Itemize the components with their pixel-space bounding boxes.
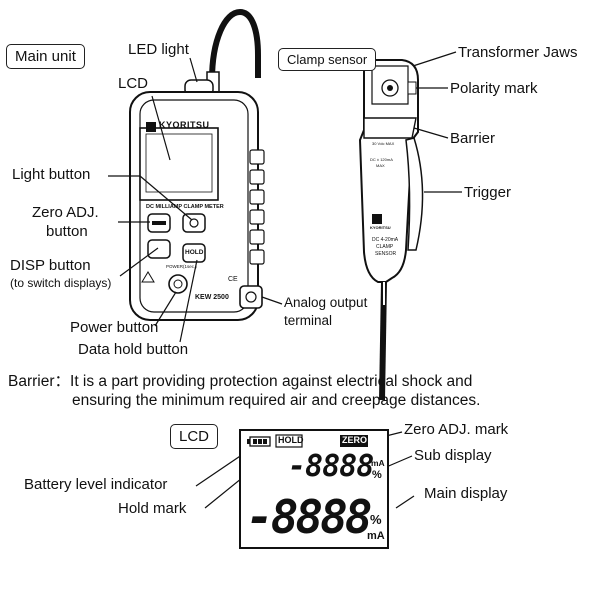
- sensor-name-2: CLAMP: [376, 244, 394, 250]
- zero-adj-button-label-line1: Zero ADJ.: [32, 204, 99, 221]
- main-unit-lcd-glass: [145, 133, 213, 193]
- sensor-name-1: DC 4-20mA: [372, 237, 399, 243]
- device-model: KEW 2500: [195, 294, 229, 301]
- sensor-spec-3: MAX: [376, 163, 385, 168]
- kyoritsu-logo-icon: [146, 122, 156, 132]
- main-display-label: Main display: [424, 485, 508, 502]
- lcd-label: LCD: [118, 75, 149, 92]
- hold-mark-label: Hold mark: [118, 500, 187, 517]
- lcd-zero-mark: ZERO: [342, 435, 368, 445]
- analog-output-label-line2: terminal: [284, 313, 333, 328]
- device-brand: KYORITSU: [159, 120, 210, 130]
- sensor-trigger: [405, 137, 424, 251]
- barrier-note-line1: Barrier：It is a part providing protectio…: [8, 373, 473, 390]
- disp-key: [147, 239, 171, 259]
- power-button-label: Power button: [70, 319, 159, 336]
- disp-button-sublabel: (to switch displays): [10, 276, 112, 290]
- polarity-mark-label: Polarity mark: [450, 80, 538, 97]
- hold-key: [182, 243, 206, 263]
- lcd-main-unit-ma: mA: [367, 530, 385, 542]
- device-panel-title: DC MILLIAMP CLAMP METER: [146, 204, 224, 210]
- hold-mark-box: [275, 434, 303, 448]
- sensor-spec-1: 30 Vdc MAX: [372, 141, 395, 146]
- main-unit-lcd-window: [139, 127, 219, 201]
- zero-adj-button-label-line2: button: [46, 223, 88, 240]
- main-unit-cable: [209, 8, 261, 81]
- device-power-text: POWER(1sec.): [166, 264, 197, 269]
- sub-display-label: Sub display: [414, 447, 492, 464]
- hold-key-label: HOLD: [185, 249, 204, 256]
- light-key: [182, 213, 206, 233]
- lcd-section-heading: LCD: [170, 424, 219, 449]
- zero-adj-mark-label: Zero ADJ. mark: [404, 421, 509, 438]
- power-key-icon: [173, 279, 183, 289]
- led-light-label: LED light: [128, 41, 189, 58]
- jaw-center: [387, 85, 393, 91]
- main-unit-inner-bezel: [139, 99, 249, 313]
- clamp-sensor-heading: Clamp sensor: [278, 48, 377, 71]
- lcd-main-unit-pct: %: [370, 512, 382, 527]
- lcd-sub-unit-pct: %: [372, 469, 382, 481]
- zero-adj-key-symbol: [152, 221, 166, 225]
- sensor-brand: KYORITSU: [370, 225, 391, 230]
- lcd-sub-unit-ma: mA: [371, 458, 385, 468]
- transformer-jaws-label: Transformer Jaws: [458, 44, 578, 61]
- lcd-main-display: -8888: [246, 490, 372, 544]
- ce-mark: CE: [228, 276, 238, 283]
- analog-output-socket: [245, 291, 257, 303]
- sensor-spec-2: DC ± 120mA: [370, 157, 393, 162]
- sensor-name-3: SENSOR: [375, 251, 397, 257]
- sensor-barrier: [363, 117, 417, 139]
- barrier-note-line2: ensuring the minimum required air and cr…: [72, 392, 481, 409]
- data-hold-button-label: Data hold button: [78, 341, 189, 358]
- main-unit-heading: Main unit: [6, 44, 85, 69]
- power-key: [168, 274, 188, 294]
- disp-button-label: DISP button: [10, 257, 91, 274]
- analog-output-terminal: [239, 285, 263, 309]
- lcd-panel-frame: [239, 429, 389, 549]
- trigger-label: Trigger: [464, 184, 511, 201]
- light-button-label: Light button: [12, 166, 91, 183]
- light-key-sun-icon: [189, 218, 199, 228]
- barrier-label: Barrier: [450, 130, 496, 147]
- side-grip-ribs: [249, 149, 265, 265]
- lcd-hold-mark: HOLD: [278, 435, 304, 445]
- zero-mark-box: [340, 435, 368, 447]
- warning-icon: [141, 271, 155, 283]
- sensor-logo-icon: [372, 214, 382, 224]
- analog-output-label-line1: Analog output: [284, 295, 368, 310]
- polarity-mark-icon: [407, 81, 417, 95]
- lcd-sub-display: -8888: [288, 449, 374, 484]
- battery-level-indicator-label: Battery level indicator: [24, 476, 168, 493]
